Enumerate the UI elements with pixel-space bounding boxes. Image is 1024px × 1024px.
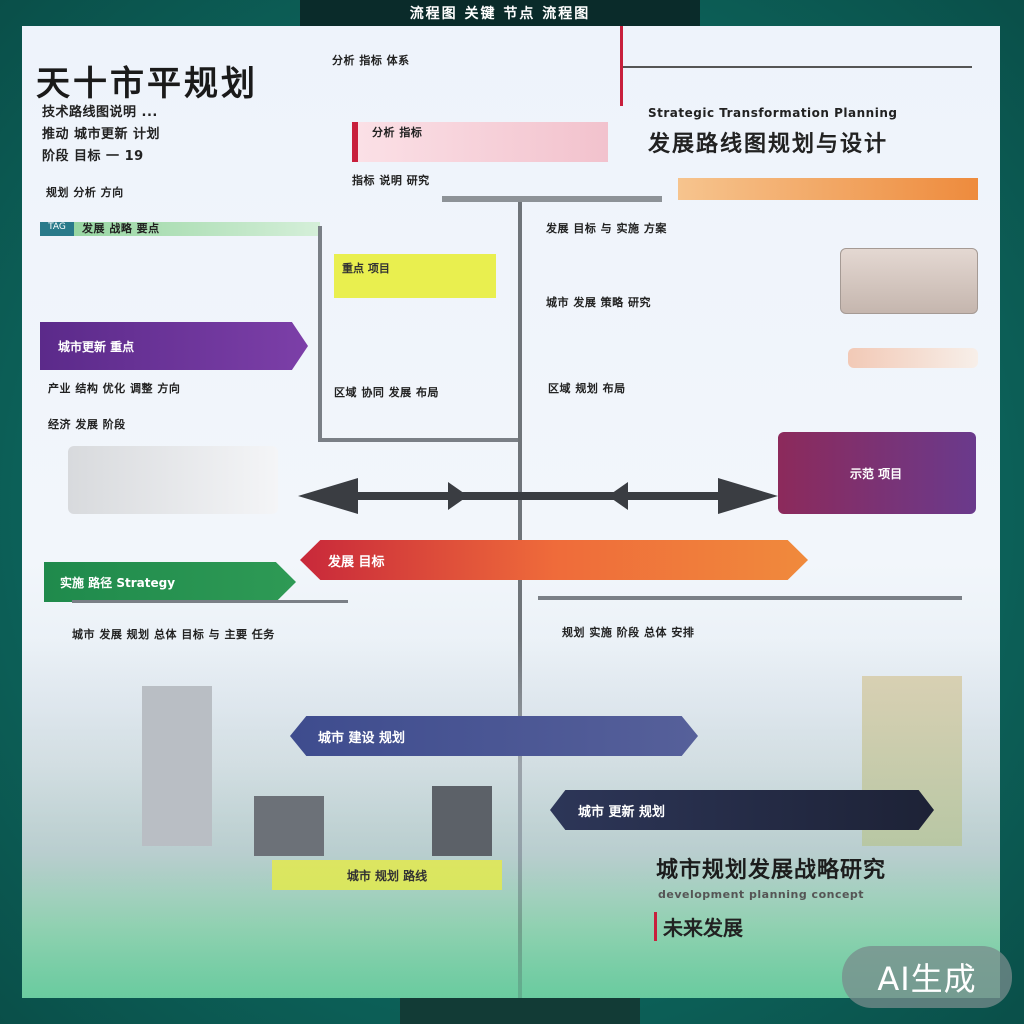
green-badge: 实施 路径 Strategy bbox=[44, 562, 296, 602]
right-red-tick bbox=[620, 26, 623, 106]
ac-unit-image bbox=[840, 248, 978, 314]
center-top-bar bbox=[442, 196, 662, 202]
left-image-card bbox=[68, 446, 278, 514]
bottom-strip bbox=[400, 998, 640, 1024]
yellow-note: 重点 项目 bbox=[334, 254, 496, 298]
bottom-title: 城市规划发展战略研究 bbox=[656, 858, 887, 883]
right-lower-text: 规划 实施 阶段 总体 安排 bbox=[562, 626, 695, 639]
right-block2: 城市 发展 策略 研究 bbox=[546, 296, 651, 309]
right-top-rule bbox=[622, 66, 972, 68]
bottom-yellow-label: 城市 规划 路线 bbox=[272, 860, 502, 890]
center-red-card bbox=[352, 122, 608, 162]
center-top-note2: 分析 指标 bbox=[372, 126, 423, 139]
bottom-tag: 未来发展 bbox=[654, 912, 743, 941]
dark-banner: 城市 更新 规划 bbox=[550, 790, 934, 830]
right-block1: 发展 目标 与 实施 方案 bbox=[546, 222, 667, 235]
left-block-a: 产业 结构 优化 调整 方向 bbox=[48, 382, 181, 395]
left-title: 天十市平规划 bbox=[36, 64, 258, 104]
ai-generated-badge: AI生成 bbox=[842, 946, 1012, 1008]
double-arrow bbox=[298, 478, 778, 514]
section-tag: TAG bbox=[40, 222, 74, 236]
poster: 天十市平规划 技术路线图说明 ... 推动 城市更新 计划 阶段 目标 一 19… bbox=[22, 26, 1000, 998]
blue-banner: 城市 建设 规划 bbox=[290, 716, 698, 756]
purple-tag: 城市更新 重点 bbox=[40, 322, 308, 370]
right-block3: 区域 规划 布局 bbox=[548, 382, 626, 395]
center-axis bbox=[518, 202, 522, 998]
left-subhead: 规划 分析 方向 bbox=[46, 186, 124, 199]
building-3 bbox=[432, 786, 492, 856]
section-bar bbox=[40, 222, 320, 236]
right-headline-latin: Strategic Transformation Planning bbox=[648, 106, 898, 120]
bottom-subtitle: development planning concept bbox=[658, 888, 865, 901]
center-mid-text: 区域 协同 发展 布局 bbox=[334, 386, 439, 399]
left-connector-v bbox=[318, 226, 322, 440]
center-top-note: 分析 指标 体系 bbox=[332, 54, 410, 67]
left-connector-h bbox=[318, 438, 518, 442]
center-sub-label: 指标 说明 研究 bbox=[352, 174, 430, 187]
purple-card: 示范 项目 bbox=[778, 432, 976, 514]
building-2 bbox=[254, 796, 324, 856]
left-block-b: 经济 发展 阶段 bbox=[48, 418, 126, 431]
right-bracket-line bbox=[538, 596, 962, 600]
building-1 bbox=[142, 686, 212, 846]
red-banner: 发展 目标 bbox=[300, 540, 808, 580]
left-lower-text: 城市 发展 规划 总体 目标 与 主要 任务 bbox=[72, 628, 275, 641]
right-headline: 发展路线图规划与设计 bbox=[648, 132, 889, 157]
top-title-strip: 流程图 关键 节点 流程图 bbox=[300, 0, 700, 26]
right-small-bar bbox=[848, 348, 978, 368]
right-orange-bar bbox=[678, 178, 978, 200]
left-bracket-line bbox=[72, 600, 348, 603]
left-desc: 技术路线图说明 ... 推动 城市更新 计划 阶段 目标 一 19 bbox=[42, 105, 161, 164]
section-label: 发展 战略 要点 bbox=[82, 222, 160, 235]
